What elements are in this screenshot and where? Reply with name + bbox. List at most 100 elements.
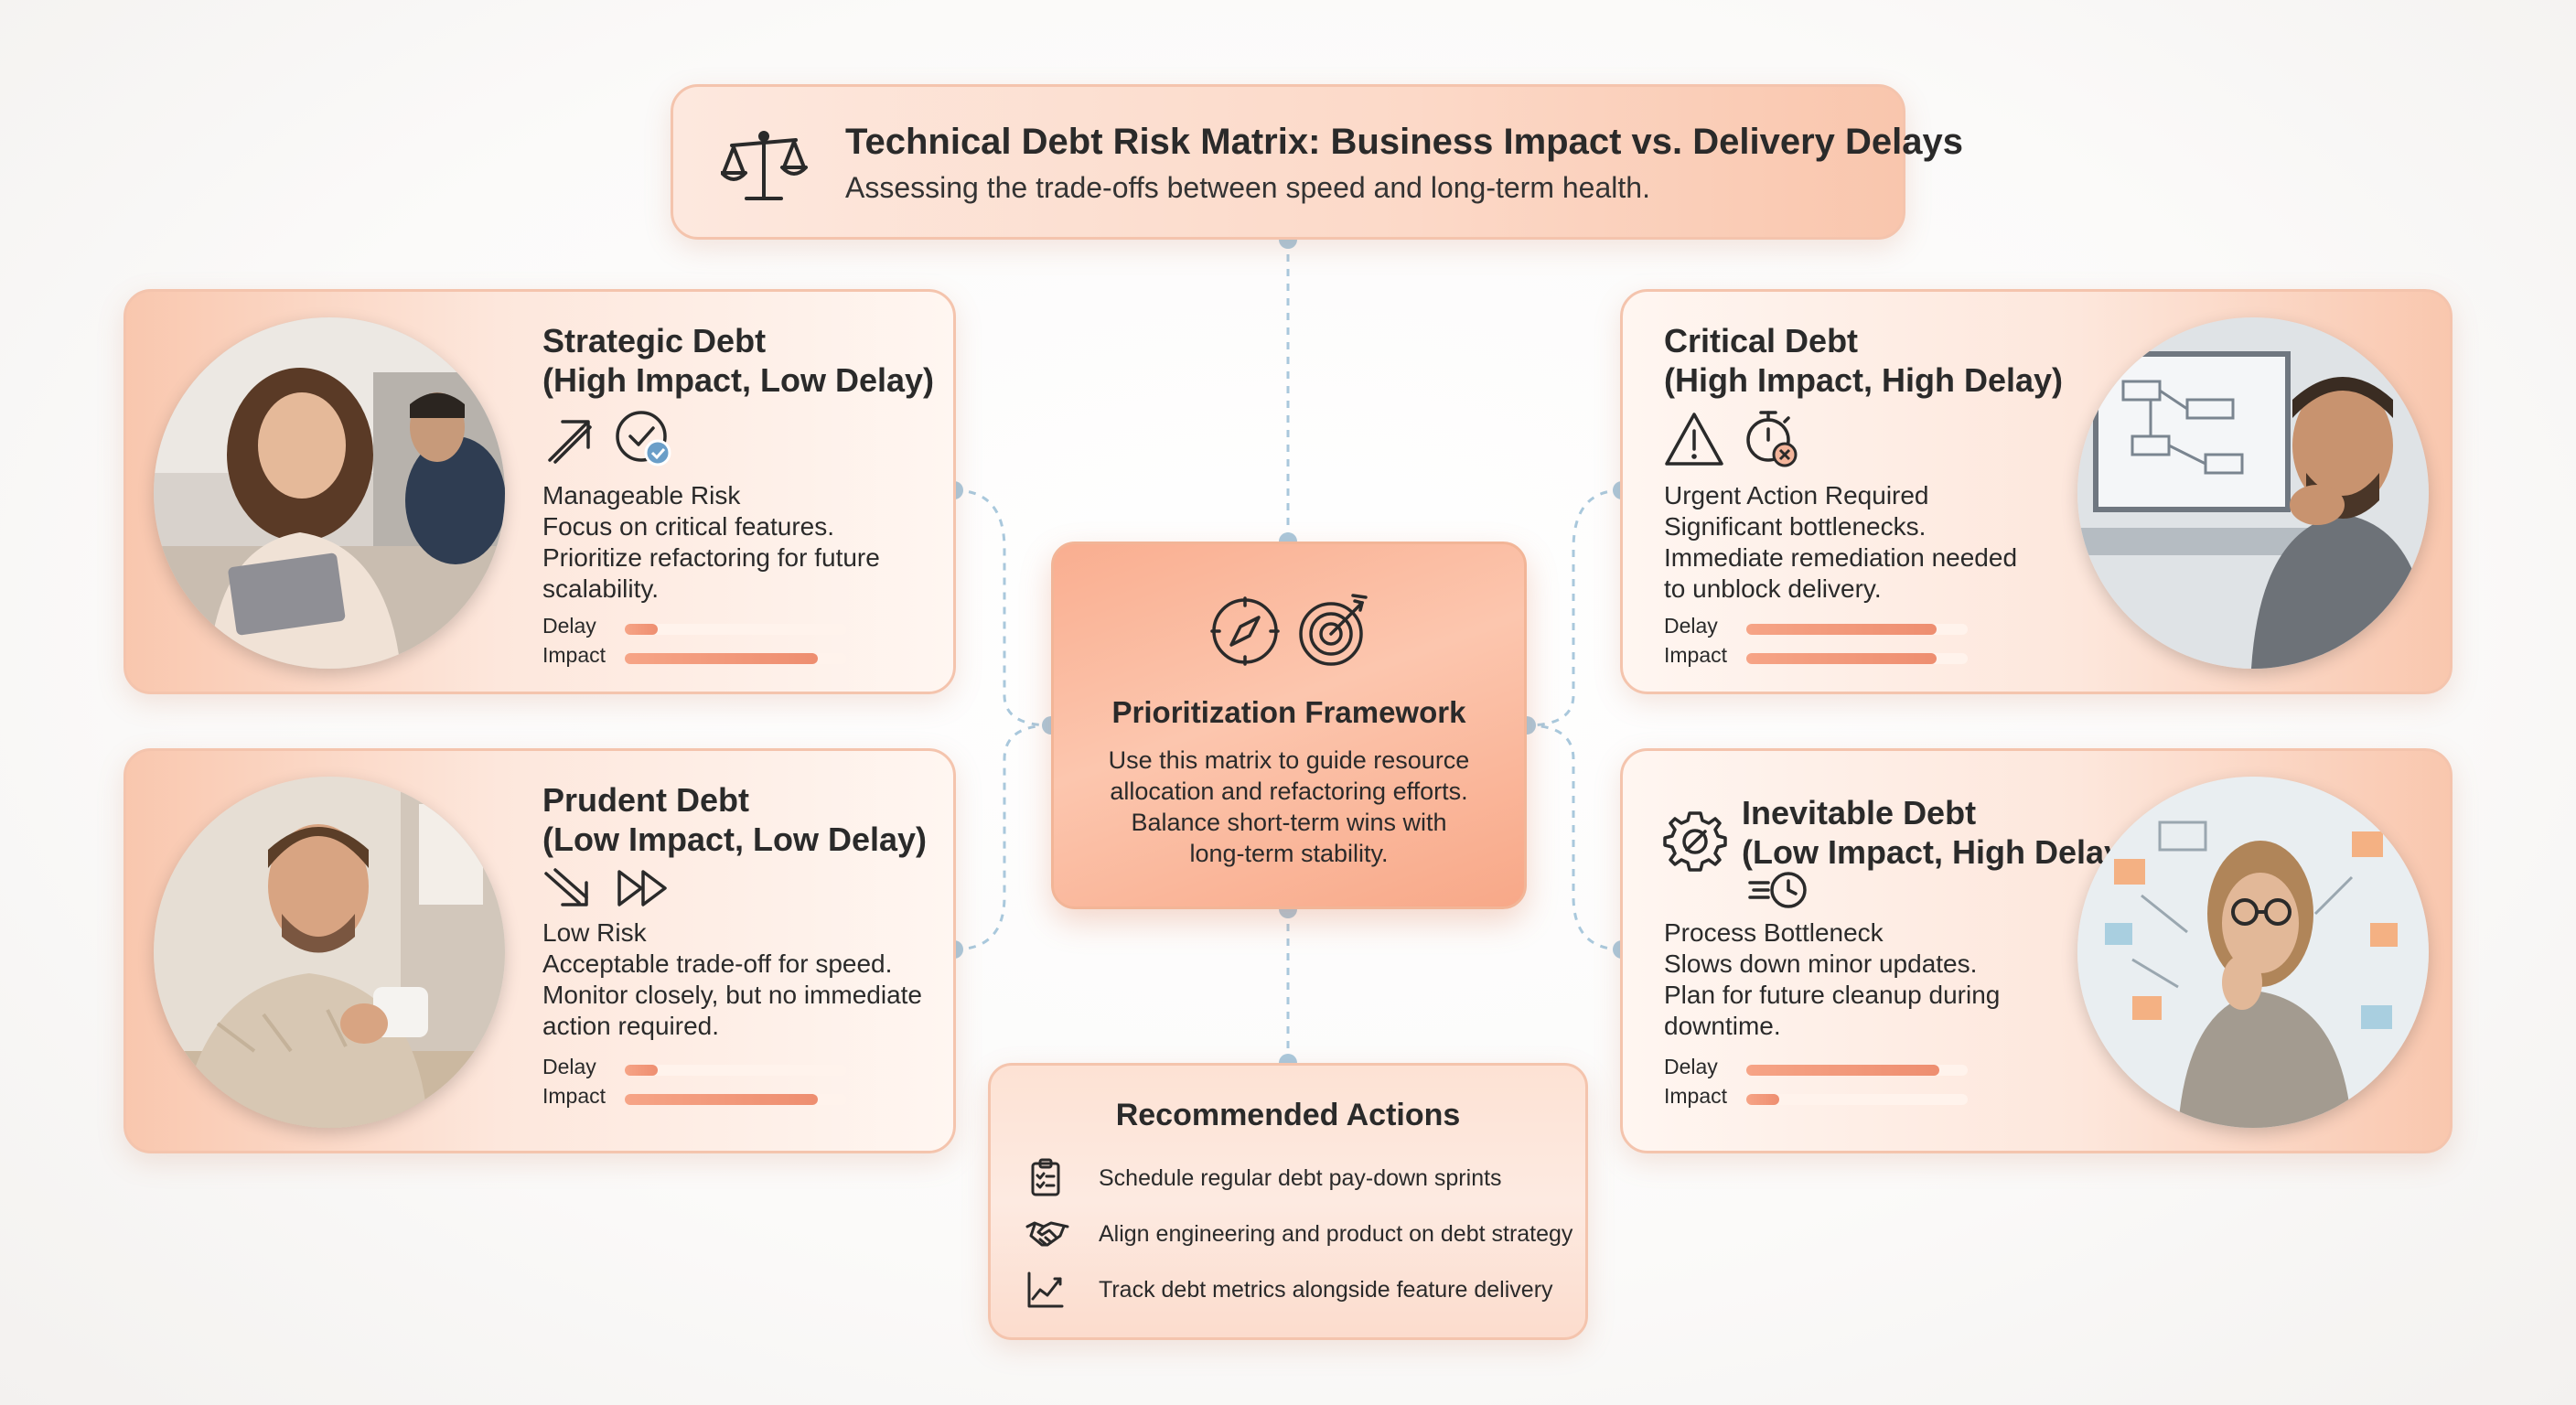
stopwatch-cancel-icon <box>1746 411 1798 467</box>
prudent-debt-card: Prudent Debt (Low Impact, Low Delay) Low… <box>123 748 956 1153</box>
inevitable-title-line1: Inevitable Debt <box>1742 794 1977 831</box>
strategic-risk-label: Manageable Risk <box>542 481 741 509</box>
impact-bar <box>625 1094 818 1105</box>
center-line: Use this matrix to guide resource <box>1108 746 1470 774</box>
prudent-description: Low Risk Acceptable trade-off for speed.… <box>542 917 922 1042</box>
clipboard-checklist-icon <box>1031 1158 1060 1196</box>
delay-track <box>625 624 846 635</box>
page-title: Technical Debt Risk Matrix: Business Imp… <box>845 122 1963 162</box>
handshake-icon <box>1025 1221 1069 1247</box>
impact-label: Impact <box>542 1084 606 1108</box>
balance-scale-icon <box>721 131 808 200</box>
critical-bars: Delay Impact <box>1664 614 1975 672</box>
delay-label: Delay <box>542 614 596 638</box>
inevitable-title: Inevitable Debt (Low Impact, High Delay) <box>1742 793 2133 872</box>
target-icon <box>1299 594 1368 666</box>
impact-track <box>625 653 846 664</box>
impact-track <box>1746 653 1968 664</box>
center-description: Use this matrix to guide resource alloca… <box>1054 745 1524 869</box>
fast-forward-icon <box>617 870 667 906</box>
center-line: Balance short-term wins with <box>1131 809 1447 836</box>
compass-icon <box>1210 596 1280 666</box>
strategic-title-line2: (High Impact, Low Delay) <box>542 361 935 399</box>
critical-photo <box>2077 317 2429 669</box>
inevitable-title-line2: (Low Impact, High Delay) <box>1742 833 2134 871</box>
prudent-title-line1: Prudent Debt <box>542 781 750 819</box>
prudent-line: Acceptable trade-off for speed. <box>542 949 893 978</box>
impact-track <box>1746 1094 1968 1105</box>
inevitable-bars: Delay Impact <box>1664 1055 1975 1113</box>
inevitable-photo <box>2077 777 2429 1128</box>
delay-bar <box>625 624 659 635</box>
speed-clock-icon <box>1748 872 1807 908</box>
inevitable-line: downtime. <box>1664 1012 1781 1040</box>
delay-bar <box>625 1065 659 1076</box>
prudent-bars: Delay Impact <box>542 1055 853 1113</box>
warning-triangle-icon <box>1665 413 1723 466</box>
impact-label: Impact <box>542 643 606 667</box>
critical-description: Urgent Action Required Significant bottl… <box>1664 480 2017 605</box>
critical-line: Immediate remediation needed <box>1664 543 2018 572</box>
strategic-line: scalability. <box>542 574 660 603</box>
impact-label: Impact <box>1664 1084 1728 1108</box>
prioritization-framework-card: Prioritization Framework Use this matrix… <box>1051 542 1527 909</box>
delay-track <box>1746 624 1968 635</box>
inevitable-line: Plan for future cleanup during <box>1664 981 2001 1009</box>
inevitable-risk-label: Process Bottleneck <box>1664 918 1884 947</box>
critical-line: to unblock delivery. <box>1664 574 1882 603</box>
critical-icons <box>1664 411 1810 471</box>
strategic-title: Strategic Debt (High Impact, Low Delay) <box>542 321 934 400</box>
inevitable-debt-card: Inevitable Debt (Low Impact, High Delay)… <box>1620 748 2453 1153</box>
critical-debt-card: Critical Debt (High Impact, High Delay) … <box>1620 289 2453 694</box>
critical-title-line1: Critical Debt <box>1664 322 1859 359</box>
recommended-actions-card: Recommended Actions Schedule regular deb… <box>988 1063 1588 1340</box>
prudent-risk-label: Low Risk <box>542 918 647 947</box>
inevitable-line: Slows down minor updates. <box>1664 949 1978 978</box>
critical-line: Significant bottlenecks. <box>1664 512 1927 541</box>
impact-label: Impact <box>1664 643 1728 667</box>
delay-label: Delay <box>542 1055 596 1078</box>
center-title: Prioritization Framework <box>1111 695 1466 729</box>
critical-risk-label: Urgent Action Required <box>1664 481 1929 509</box>
arrow-down-right-icon <box>544 868 588 906</box>
recommended-title: Recommended Actions <box>1115 1098 1461 1132</box>
strategic-title-line1: Strategic Debt <box>542 322 767 359</box>
delay-track <box>625 1065 846 1076</box>
prudent-photo <box>154 777 505 1128</box>
prudent-title-line2: (Low Impact, Low Delay) <box>542 820 928 858</box>
strategic-icons <box>542 411 689 471</box>
critical-title: Critical Debt (High Impact, High Delay) <box>1664 321 2063 400</box>
strategic-photo <box>154 317 505 669</box>
strategic-bars: Delay Impact <box>542 614 853 672</box>
delay-track <box>1746 1065 1968 1076</box>
center-line: allocation and refactoring efforts. <box>1110 778 1468 805</box>
strategic-debt-card: Strategic Debt (High Impact, Low Delay) … <box>123 289 956 694</box>
prudent-line: action required. <box>542 1012 720 1040</box>
delay-label: Delay <box>1664 1055 1718 1078</box>
impact-track <box>625 1094 846 1105</box>
action-text: Schedule regular debt pay-down sprints <box>1099 1165 1502 1191</box>
page-subtitle: Assessing the trade-offs between speed a… <box>845 171 1650 204</box>
strategic-line: Prioritize refactoring for future <box>542 543 880 572</box>
center-line: long-term stability. <box>1189 840 1389 867</box>
arrow-up-right-icon <box>548 420 592 464</box>
check-circle-icon <box>616 411 671 467</box>
strategic-description: Manageable Risk Focus on critical featur… <box>542 480 880 605</box>
inevitable-description: Process Bottleneck Slows down minor upda… <box>1664 917 2000 1042</box>
impact-bar <box>1746 1094 1780 1105</box>
delay-bar <box>1746 624 1937 635</box>
impact-bar <box>625 653 818 664</box>
strategic-line: Focus on critical features. <box>542 512 835 541</box>
delay-label: Delay <box>1664 614 1718 638</box>
prudent-title: Prudent Debt (Low Impact, Low Delay) <box>542 780 927 859</box>
delay-bar <box>1746 1065 1939 1076</box>
prudent-icons <box>542 866 689 927</box>
prudent-line: Monitor closely, but no immediate <box>542 981 922 1009</box>
line-chart-icon <box>1027 1271 1064 1308</box>
action-text: Track debt metrics alongside feature del… <box>1099 1277 1553 1303</box>
action-text: Align engineering and product on debt st… <box>1099 1221 1573 1247</box>
header-card: Technical Debt Risk Matrix: Business Imp… <box>671 84 1963 240</box>
gear-wrench-icon <box>1663 811 1727 872</box>
impact-bar <box>1746 653 1937 664</box>
critical-title-line2: (High Impact, High Delay) <box>1664 361 2064 399</box>
